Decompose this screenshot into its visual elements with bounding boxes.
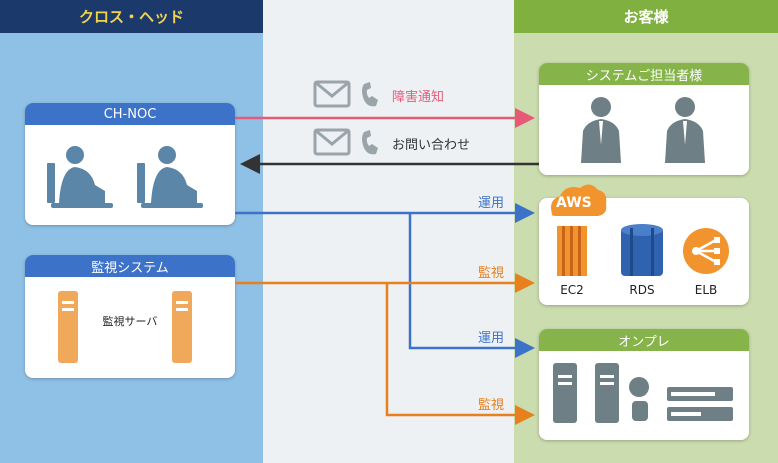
ec2-label: EC2	[560, 283, 584, 297]
businessmen-icon	[581, 97, 705, 163]
ops-onprem-arrow	[408, 213, 535, 358]
contact-person-title: システムご担当者様	[539, 63, 749, 85]
onprem-box: オンプレ	[539, 329, 749, 440]
ops-aws-label: 運用	[478, 196, 505, 211]
monitor-onprem-label: 監視	[478, 398, 505, 413]
onprem-title: オンプレ	[539, 329, 749, 351]
contact-person-box: システムご担当者様	[539, 63, 749, 175]
middle-column	[263, 0, 514, 463]
crosshead-column	[0, 0, 263, 463]
monitoring-system-title: 監視システム	[25, 255, 235, 277]
mail-icon	[313, 80, 351, 108]
phone-icon-2	[362, 130, 378, 155]
monitor-aws-label: 監視	[478, 266, 505, 281]
monitoring-server-label: 監視サーバ	[102, 315, 158, 328]
operators-icon	[47, 146, 203, 208]
monitoring-servers-icon	[58, 291, 192, 363]
mail-icon-2	[313, 128, 351, 156]
customer-header: お客様	[514, 0, 778, 33]
monitoring-system-box: 監視システム 監視サーバ	[25, 255, 235, 378]
ch-noc-box: CH-NOC	[25, 103, 235, 225]
phone-icon	[362, 82, 378, 107]
crosshead-header: クロス・ヘッド	[0, 0, 263, 33]
incident-label: 障害通知	[392, 90, 445, 105]
ch-noc-title: CH-NOC	[25, 103, 235, 125]
elb-label: ELB	[694, 283, 718, 297]
monitor-onprem-arrow	[385, 283, 535, 425]
rds-label: RDS	[629, 283, 655, 297]
ops-onprem-label: 運用	[478, 331, 505, 346]
inquiry-label: お問い合わせ	[392, 138, 471, 153]
aws-logo-text: AWS	[556, 195, 592, 211]
onprem-servers-icon	[553, 363, 733, 423]
